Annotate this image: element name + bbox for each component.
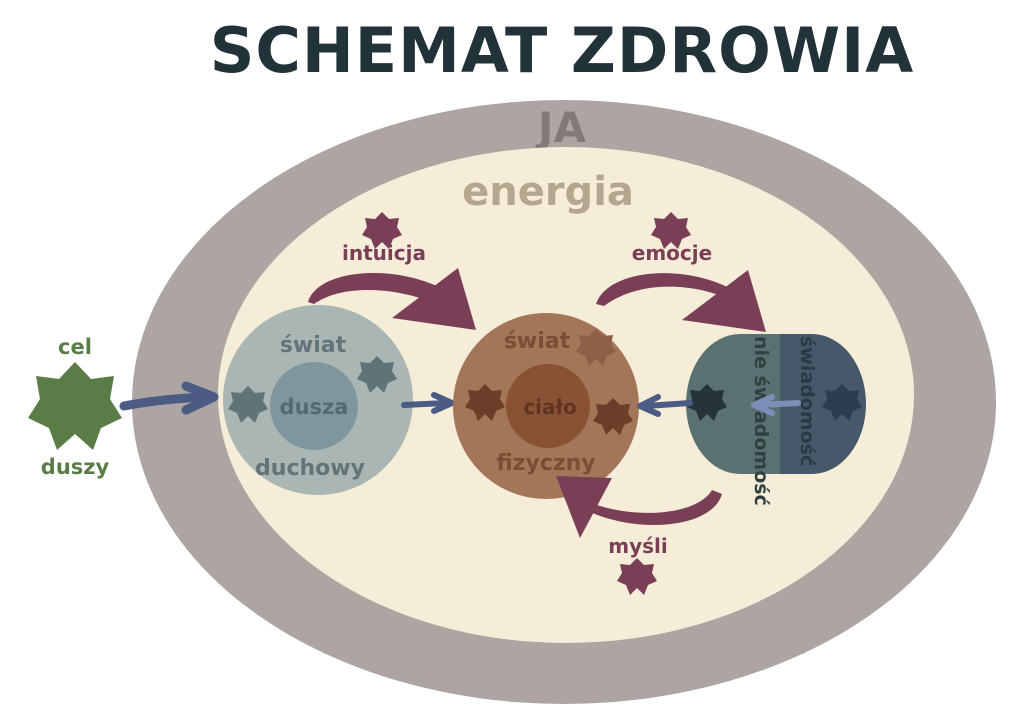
consciousness-capsule (686, 334, 866, 474)
body-star-top-icon (576, 329, 616, 366)
intuition-arrow (308, 272, 472, 322)
intuition-label: intuicja (342, 241, 426, 265)
spiritual-world-label-bottom: duchowy (255, 456, 365, 481)
body-label: ciało (523, 395, 576, 419)
emotions-label: emocje (632, 241, 712, 265)
emotions-arrow (596, 273, 740, 306)
body-star-right-icon (593, 398, 633, 435)
conscious-label: świadomość (796, 336, 818, 466)
soul-to-spirit-arrow (119, 392, 213, 411)
thoughts-label: myśli (608, 534, 668, 558)
spirit-to-body-arrow (401, 400, 449, 408)
body-circle (506, 364, 590, 448)
soul-purpose-label-bottom: duszy (41, 455, 110, 479)
emotions-star-icon (651, 212, 691, 249)
body-star-left-icon (465, 384, 505, 421)
spiritual-world-label-top: świat (280, 333, 347, 358)
subconscious-star-icon (687, 384, 727, 421)
page-title: SCHEMAT ZDROWIA (209, 14, 915, 87)
soul-purpose-label-top: cel (58, 335, 92, 359)
spirit-star-right-icon (357, 356, 397, 393)
thoughts-star-icon (617, 558, 657, 595)
thoughts-arrow (590, 490, 722, 525)
soul-purpose-star-icon (28, 362, 122, 450)
soul-label: dusza (280, 395, 349, 419)
physical-world-label-top: świat (504, 329, 571, 354)
spirit-star-left-icon (228, 386, 268, 423)
conscious-to-subconscious-arrow (757, 400, 801, 408)
subconscious-label: nie świadomość (750, 336, 772, 506)
intuition-star-icon (362, 212, 402, 249)
soul-circle (270, 362, 358, 450)
self-label: JA (535, 103, 587, 152)
physical-world-label-bottom: fizyczny (496, 451, 595, 476)
energy-label: energia (462, 169, 634, 215)
conscious-star-icon (822, 384, 862, 421)
subconscious-to-body-arrow (643, 400, 693, 409)
